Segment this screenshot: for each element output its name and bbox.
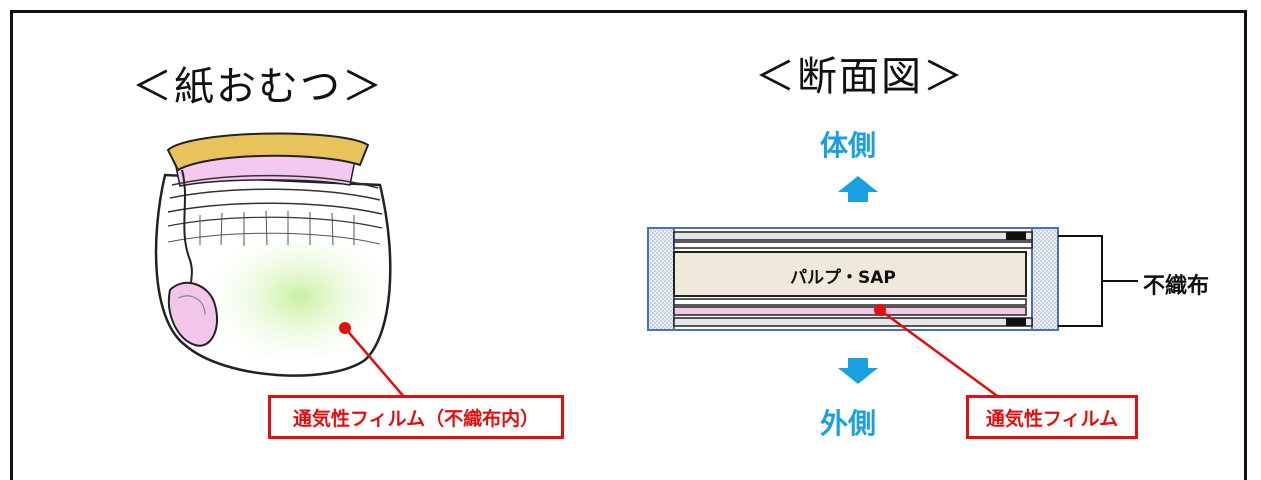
outer-side-label: 外側: [820, 407, 877, 440]
core-label: パルプ・SAP: [790, 268, 896, 288]
diaper-illustration: [154, 132, 406, 399]
cross-section: [647, 176, 1138, 400]
breathable-film-callout-right: 通気性フィルム: [966, 395, 1138, 439]
body-side-label: 体側: [820, 129, 877, 162]
cross-section-title: ＜断面図＞: [755, 54, 965, 100]
diaper-title: ＜紙おむつ＞: [132, 64, 384, 110]
breathable-film-callout-left: 通気性フィルム（不織布内）: [268, 395, 564, 439]
figure-frame: [10, 10, 1247, 480]
nonwoven-label: 不織布: [1143, 274, 1210, 299]
